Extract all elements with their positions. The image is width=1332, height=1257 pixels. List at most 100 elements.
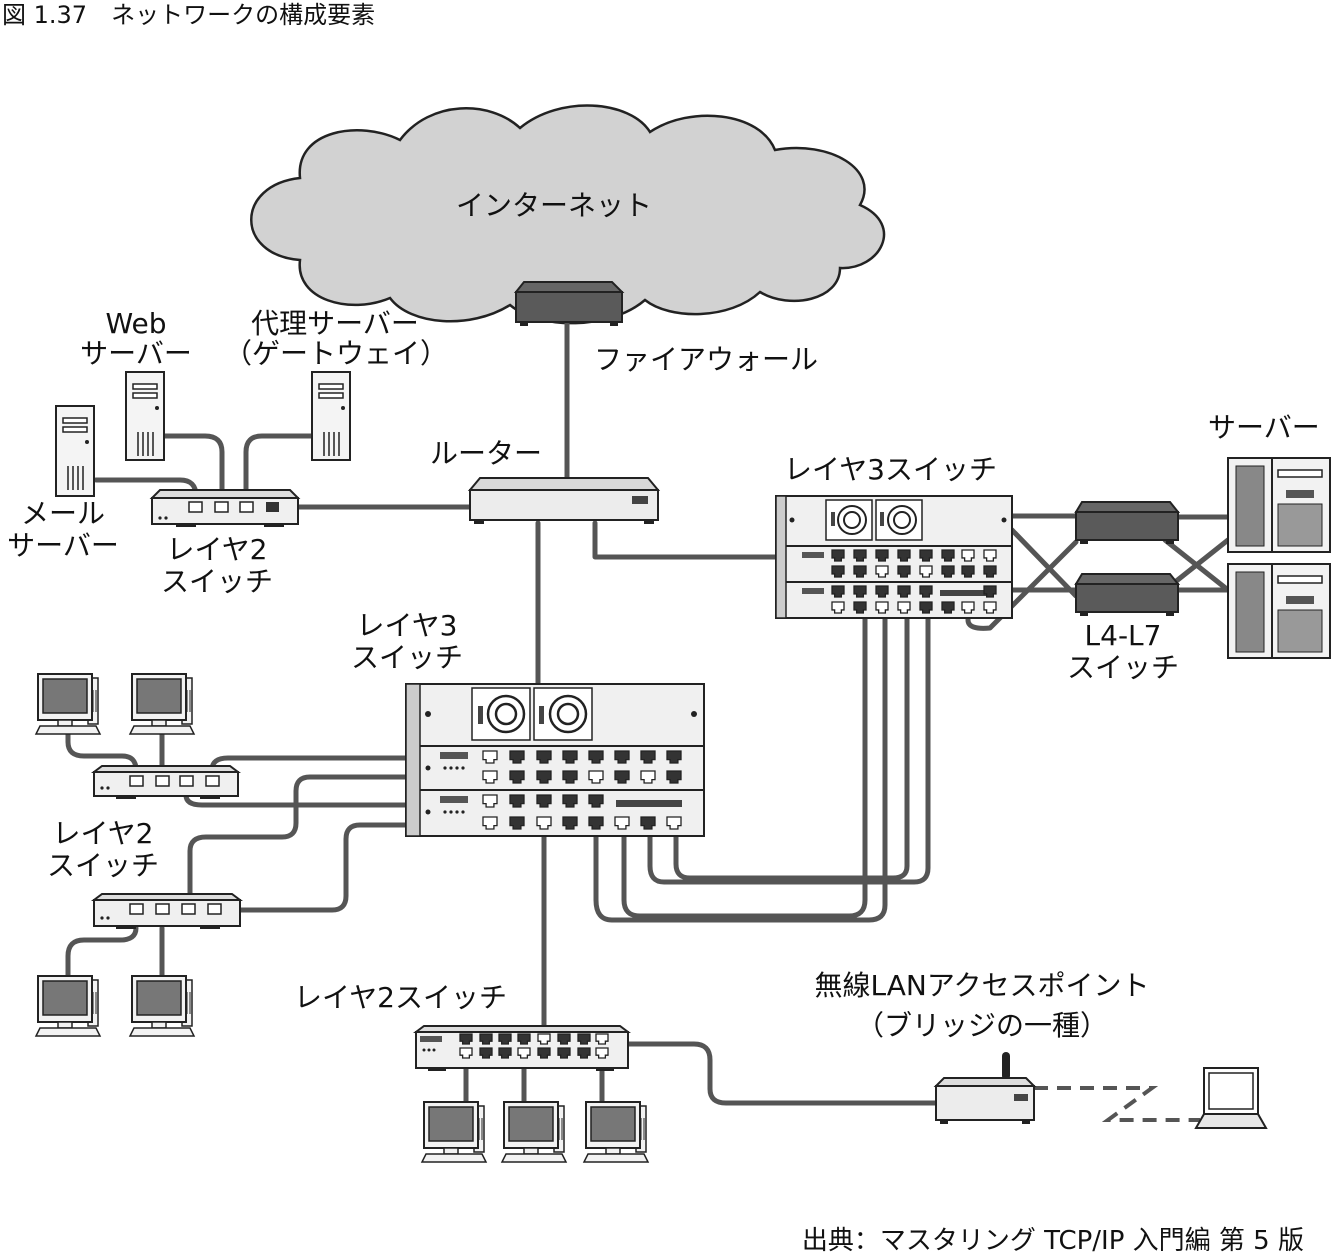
web-server-label-line2: サーバー [80,337,192,370]
port [853,585,867,598]
l4l7-switch-1 [1074,501,1181,544]
port [666,770,682,784]
left-l2-label-line2: スイッチ [46,849,159,882]
port [640,750,656,764]
pc-icon [420,1101,488,1163]
bottom-l2-label: レイヤ2スイッチ [294,981,507,1014]
port [562,750,578,764]
web-server-label-line1: Web [105,307,167,340]
left-l2-switch-top [91,765,241,799]
port [588,770,604,784]
port [482,816,498,830]
l4l7-label-line2: スイッチ [1066,651,1179,684]
port [961,549,975,562]
upper-l3-ports [831,549,997,614]
port [482,770,498,784]
upper-l2-switch [149,489,301,527]
pc-icon [500,1101,568,1163]
port [919,601,933,614]
port [562,816,578,830]
port [482,750,498,764]
port [509,794,525,808]
figure-source: 出典：マスタリング TCP/IP 入門編 第 5 版 [801,1226,1304,1256]
port [875,585,889,598]
proxy-label-line2: （ゲートウェイ） [224,337,449,370]
port [577,1033,591,1045]
port [853,549,867,562]
port [897,585,911,598]
port [588,816,604,830]
port [983,601,997,614]
rack-server-1 [1227,457,1331,553]
port [562,794,578,808]
router-device [467,477,661,524]
port [897,601,911,614]
wlan-label-line2: （ブリッジの一種） [855,1009,1108,1042]
port [459,1033,473,1045]
port [498,1047,512,1059]
port [831,549,845,562]
router-label: ルーター [430,437,543,470]
port [640,770,656,784]
pc-icon [128,975,196,1037]
l4l7-switch-2 [1074,573,1181,616]
laptop-icon [1194,1067,1268,1129]
pc-icon [34,673,102,735]
port [517,1047,531,1059]
port [537,1033,551,1045]
wireless-link [1034,1086,1200,1122]
port [831,565,845,578]
port [897,549,911,562]
port [640,816,656,830]
port [614,750,630,764]
port [983,585,997,598]
pc-group [34,673,650,1163]
port [509,816,525,830]
port [595,1033,609,1045]
port [941,601,955,614]
left-l2-label-line1: レイヤ2 [52,817,154,850]
port [875,565,889,578]
center-l3-label-line1: レイヤ3 [356,609,458,642]
port [875,549,889,562]
left-l2-switch-bottom [91,893,243,929]
web-server-icon [125,371,165,461]
wlan-access-point [933,1052,1037,1124]
port [853,565,867,578]
internet-label: インターネット [456,189,653,222]
servers-label: サーバー [1208,411,1320,444]
port [509,750,525,764]
port [479,1033,493,1045]
proxy-label-line1: 代理サーバー [251,307,419,340]
port [536,750,552,764]
port [961,565,975,578]
bottom-l2-ports [459,1033,609,1059]
port [961,601,975,614]
upper-l3-label: レイヤ3スイッチ [784,453,997,486]
pc-icon [128,673,196,735]
port [588,794,604,808]
port [536,794,552,808]
port [853,601,867,614]
port [482,794,498,808]
port [588,750,604,764]
figure-title: 図 1.37 ネットワークの構成要素 [2,1,376,29]
port [919,565,933,578]
l4l7-label-line1: L4-L7 [1084,619,1162,652]
pc-icon [34,975,102,1037]
port [459,1047,473,1059]
upper-l2-label-line1: レイヤ2 [166,533,268,566]
rack-server-2 [1227,563,1331,659]
firewall-device [513,281,625,326]
center-l3-switch [405,683,705,837]
port [595,1047,609,1059]
port [831,585,845,598]
mail-server-icon [55,405,95,497]
port [557,1047,571,1059]
firewall-label: ファイアウォール [594,343,819,376]
upper-l2-label-line2: スイッチ [160,565,273,598]
port [983,565,997,578]
port [941,565,955,578]
port [983,549,997,562]
